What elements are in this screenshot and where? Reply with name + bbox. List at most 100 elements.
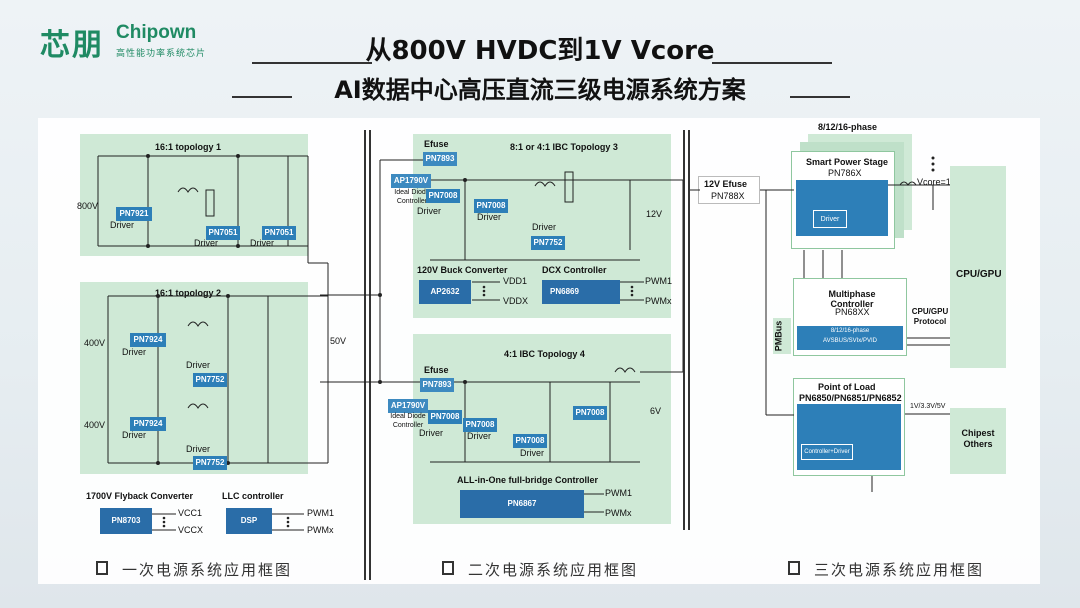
dcx-title: DCX Controller	[542, 265, 607, 275]
topology2-title: 16:1 topology 2	[155, 288, 222, 298]
logo-tagline: 高性能功率系统芯片	[116, 49, 207, 59]
pwm1-label-aio: PWM1	[605, 488, 632, 498]
pn7752-chip-3: PN7752	[531, 236, 565, 250]
flyback-title: 1700V Flyback Converter	[86, 491, 194, 501]
efuse12-label: 12V Efuse	[704, 179, 748, 189]
footer-caption-2: 二次电源系统应用框图	[468, 561, 639, 579]
title2-rule-right	[790, 96, 850, 98]
allinone-title: ALL-in-One full-bridge Controller	[457, 475, 598, 485]
sps-pin-temp: TEMP	[838, 238, 855, 244]
mp-chip: PN68XX	[835, 307, 870, 317]
driver-label-t2a: Driver	[122, 347, 146, 357]
pn6867-chip: PN6867	[460, 490, 584, 518]
pn7008-chip-4c: PN7008	[513, 434, 547, 448]
pn7752-chip-a: PN7752	[193, 373, 227, 387]
ap2632-chip: AP2632	[419, 280, 471, 304]
pn6869-chip: PN6869	[542, 280, 620, 304]
llc-title: LLC controller	[222, 491, 284, 501]
stage2-output-arrows	[470, 276, 650, 306]
pwmx-label-s1: PWMx	[307, 525, 334, 535]
vcore-label: Vcore=1V	[917, 177, 957, 187]
phase-label: 8/12/16-phase	[818, 122, 878, 132]
mp-bar-line1: 8/12/16-phase	[830, 328, 870, 334]
chip-icon-2	[442, 561, 454, 575]
v50-label: 50V	[330, 336, 347, 346]
pn788x-label: PN788X	[711, 191, 745, 201]
driver-label-t2b: Driver	[122, 430, 146, 440]
title-rule-left	[252, 62, 372, 64]
stage2-circuit	[320, 150, 700, 480]
title-line-1: 从800V HVDC到1V Vcore	[365, 36, 715, 66]
chip-icon-3	[788, 561, 800, 575]
bus-bar-4	[688, 130, 690, 530]
ideal-diode-label-4: Ideal Diode Controller	[390, 413, 426, 429]
mp-bar	[797, 326, 903, 350]
driver-label-3c: Driver	[532, 222, 556, 232]
pmbus-box	[773, 318, 791, 354]
driver-label-4c: Driver	[520, 448, 544, 458]
sps-title: Smart Power Stage	[806, 157, 889, 167]
bus-bar-3	[683, 130, 685, 530]
sps-chip: PN786X	[828, 168, 862, 178]
vcc1-label: VCC1	[178, 508, 203, 518]
ap1790v-chip-4: AP1790V	[388, 399, 428, 413]
driver-label-t1a: Driver	[110, 220, 134, 230]
topology1-title: 16:1 topology 1	[155, 142, 222, 152]
efuse-label-4: Efuse	[424, 365, 449, 375]
pn7008-chip-4b: PN7008	[463, 418, 497, 432]
mp-bar-line2: AVSBUS/SVIx/PVID	[823, 338, 877, 344]
pn7008-chip-3a: PN7008	[426, 189, 460, 203]
pn7921-chip: PN7921	[116, 207, 152, 221]
sps-pin-imon: IMON	[818, 238, 834, 244]
bus-bar-1	[364, 130, 366, 580]
pn7924-chip-a: PN7924	[130, 333, 166, 347]
pn7893-chip-3: PN7893	[423, 152, 457, 166]
vccx-label: VCCX	[178, 525, 204, 535]
ap1790v-chip-3: AP1790V	[391, 174, 431, 188]
pwmx-label-aio: PWMx	[605, 508, 632, 518]
stage1-circuit	[38, 154, 368, 465]
title2-rule-left	[232, 96, 292, 98]
protocol-label: CPU/GPU Protocol	[911, 307, 949, 326]
vdd1-label: VDD1	[503, 276, 528, 286]
v400-label-a: 400V	[84, 338, 106, 348]
pol-title: Point of Load	[818, 382, 876, 392]
v6-label: 6V	[650, 406, 662, 416]
title-rule-right	[712, 62, 832, 64]
sps-inner	[796, 180, 888, 236]
buck-title: 120V Buck Converter	[417, 265, 508, 275]
dsp-chip: DSP	[226, 508, 272, 534]
pol-chips: PN6850/PN6851/PN6852	[799, 393, 902, 403]
chipset-label: Chipest Others	[961, 428, 995, 449]
driver-label-t2d: Driver	[186, 444, 210, 454]
footer-caption-1: 一次电源系统应用框图	[122, 561, 293, 579]
sps-pin-pwm: PWM	[798, 238, 813, 244]
sps-driver: Driver	[813, 210, 847, 228]
driver-label-4a: Driver	[419, 428, 443, 438]
ibc3-title: 8:1 or 4:1 IBC Topology 3	[510, 142, 618, 152]
pn7051-chip-b: PN7051	[262, 226, 296, 240]
logo-en: Chipown	[116, 22, 197, 43]
driver-label-t1b: Driver	[194, 238, 218, 248]
pol-controller: Controller+Driver	[801, 444, 853, 460]
v800-label: 800V	[77, 201, 99, 211]
pn7008-chip-4d: PN7008	[573, 406, 607, 420]
cpu-box	[950, 166, 1006, 368]
pwm1-label-s1: PWM1	[307, 508, 334, 518]
stage3-wires	[690, 156, 960, 500]
pn8703-chip: PN8703	[100, 508, 152, 534]
efuse12-box	[698, 176, 760, 204]
pn7051-chip-a: PN7051	[206, 226, 240, 240]
pn7924-chip-b: PN7924	[130, 417, 166, 431]
driver-label-3b: Driver	[477, 212, 501, 222]
v12-label: 12V	[646, 209, 663, 219]
pwm1-label-dcx: PWM1	[645, 276, 672, 286]
cpu-label: CPU/GPU	[956, 269, 1002, 280]
stage1-output-arrows	[150, 508, 310, 538]
pn7893-chip-4: PN7893	[420, 378, 454, 392]
driver-label-t1c: Driver	[250, 238, 274, 248]
efuse-label-3: Efuse	[424, 139, 449, 149]
driver-label-t2c: Driver	[186, 360, 210, 370]
aio-output-arrows	[584, 488, 608, 518]
driver-label-3a: Driver	[417, 206, 441, 216]
